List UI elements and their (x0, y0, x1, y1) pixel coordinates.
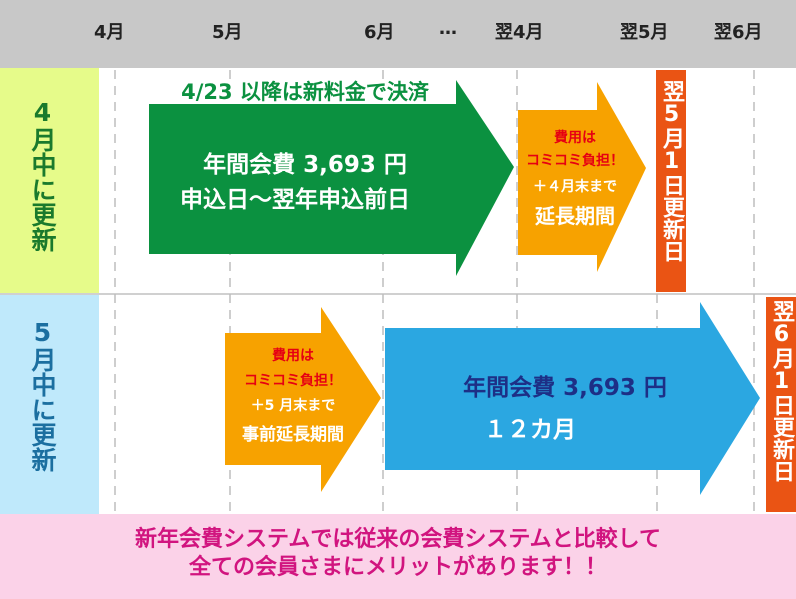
row1-ext-line2: コミコミ負担！ (526, 153, 624, 169)
row1-extension-arrow (518, 82, 646, 272)
row1-membership-arrow (149, 80, 514, 276)
row1-renew-tag: 翌5月1日更新日 (659, 80, 684, 262)
footer-line2: 全ての会員さまにメリットがあります！！ (188, 555, 607, 580)
row2-ext-line2: コミコミ負担！ (244, 373, 342, 389)
row2-renew-tag: 翌6月1日更新日 (769, 300, 794, 482)
row1-ext-line3: ＋４月末まで (533, 179, 617, 195)
month-april: 4月 (94, 22, 125, 43)
row1-fee: 年間会費 3,693 円 (203, 152, 407, 178)
row1-renew-tag-bg (656, 70, 686, 292)
row2-ext-line3: ＋5 月末まで (250, 398, 336, 414)
month-header (0, 0, 796, 68)
row1-ext-line1: 費用は (554, 130, 596, 146)
row1-banner: 4/23 以降は新料金で決済 (150, 76, 460, 106)
row-divider (0, 293, 796, 295)
row1-label: 4月中に更新 (28, 98, 57, 252)
row2-membership-arrow (385, 302, 760, 495)
month-next-april: 翌4月 (495, 22, 544, 43)
row2-ext-line4: 事前延長期間 (242, 425, 344, 445)
row2-label-cell (0, 294, 99, 514)
month-next-may: 翌5月 (620, 22, 669, 43)
row1-banner-text: 4/23 以降は新料金で決済 (178, 80, 432, 104)
row2-period: １２カ月 (484, 417, 576, 443)
row2-extension-arrow (225, 307, 381, 492)
footer-line1: 新年会費システムでは従来の会費システムと比較して (134, 527, 662, 552)
row2-ext-line1: 費用は (272, 348, 314, 364)
row1-period: 申込日～翌年申込前日 (180, 187, 410, 213)
row1-label-cell (0, 68, 99, 294)
row2-renew-tag-bg (766, 297, 796, 512)
footer-banner (0, 514, 796, 599)
row2-fee: 年間会費 3,693 円 (463, 375, 667, 401)
row1-ext-line4: 延長期間 (535, 204, 615, 228)
month-next-june: 翌6月 (714, 22, 763, 43)
month-june: 6月 (364, 22, 395, 43)
row2-label: 5月中に更新 (28, 318, 57, 472)
month-ellipsis: … (439, 18, 457, 39)
footer-message: 新年会費システムでは従来の会費システムと比較して 全ての会員さまにメリットがあり… (0, 526, 796, 582)
month-may: 5月 (212, 22, 243, 43)
